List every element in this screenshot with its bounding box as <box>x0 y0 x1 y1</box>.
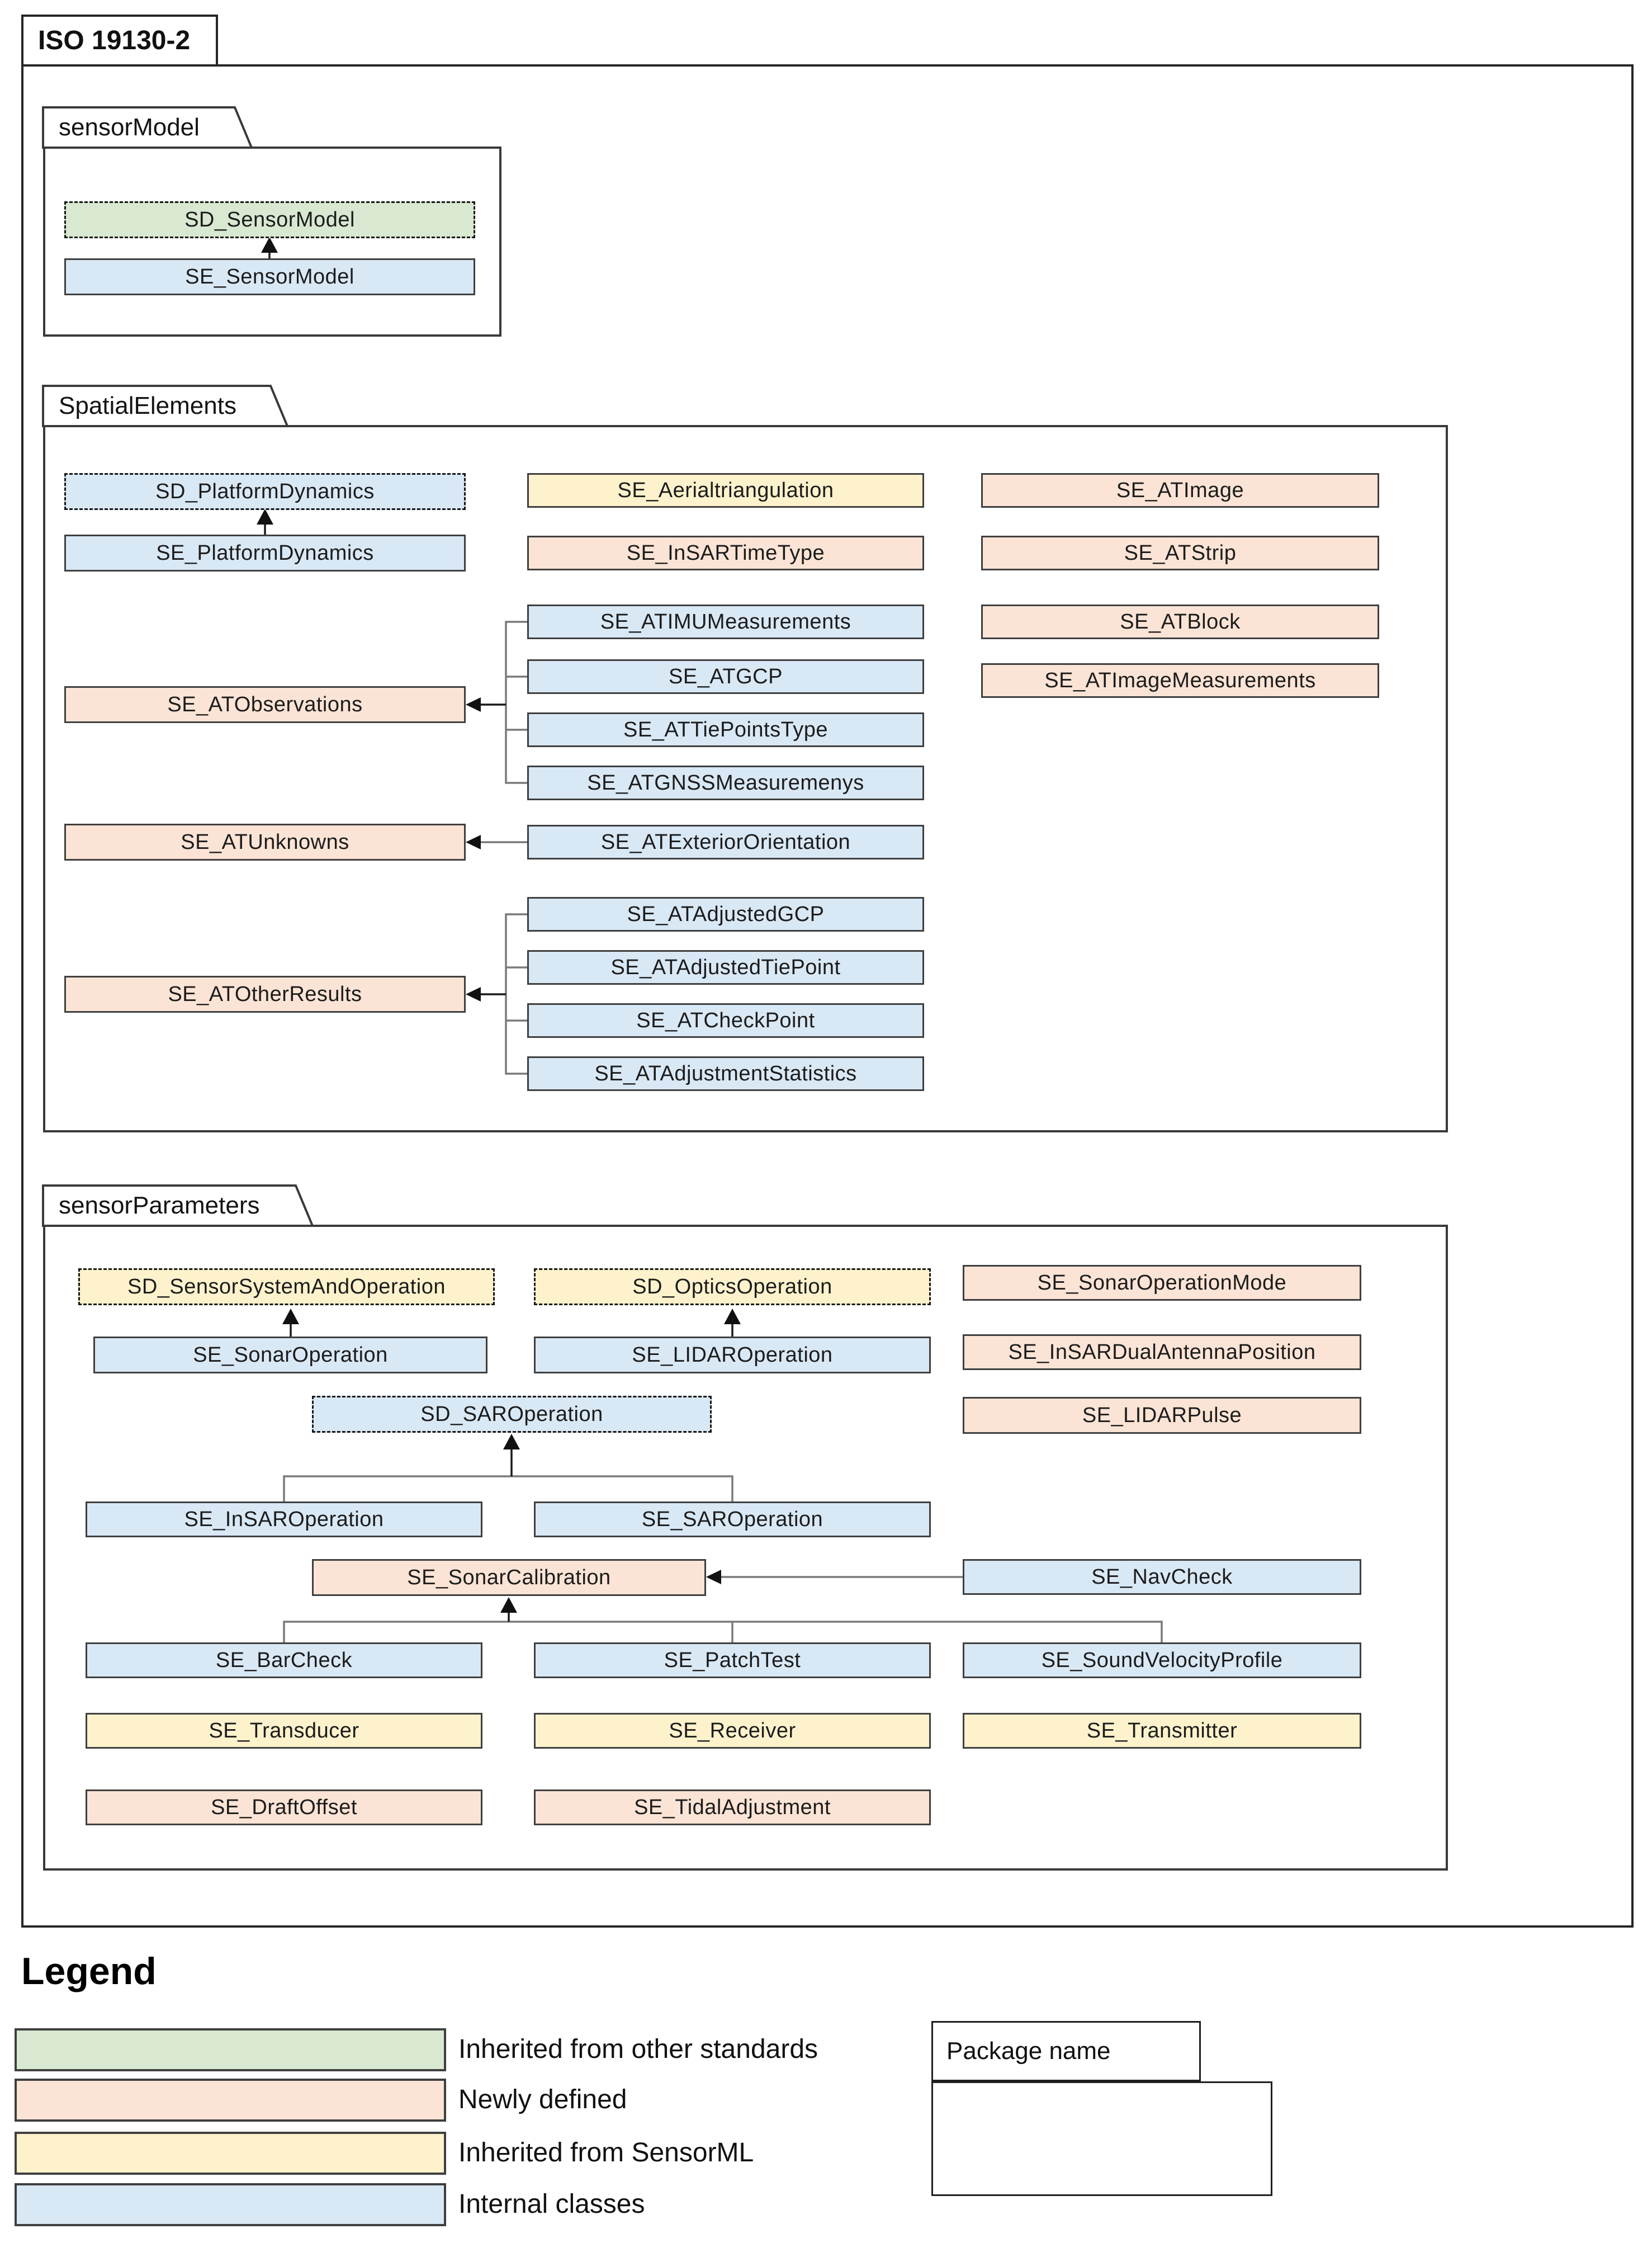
class-box-SE_NavCheck: SE_NavCheck <box>963 1559 1361 1595</box>
class-box-SE_InSARDualAntennaPosition: SE_InSARDualAntennaPosition <box>963 1334 1361 1370</box>
arrowhead-icon <box>503 1434 520 1449</box>
class-box-SE_LIDAROperation: SE_LIDAROperation <box>534 1337 931 1373</box>
legend-title: Legend <box>21 1950 157 1992</box>
legend-swatch-other-standards <box>15 2028 446 2071</box>
class-box-SE_ATBlock: SE_ATBlock <box>981 605 1379 639</box>
diagram-frame-tab: ISO 19130-2 <box>21 15 218 67</box>
legend-label-sensorml: Inherited from SensorML <box>458 2138 754 2168</box>
package-tab-label-sensorParameters: sensorParameters <box>59 1192 260 1219</box>
arrowhead-icon <box>466 987 481 1002</box>
package-tab-label-SpatialElements: SpatialElements <box>59 392 236 419</box>
arrowhead-icon <box>282 1309 299 1324</box>
package-tab-sensorModel <box>42 106 253 149</box>
package-body-sensorModel <box>43 147 501 337</box>
class-box-SE_ATStrip: SE_ATStrip <box>981 536 1379 570</box>
package-body-sensorParameters <box>43 1225 1448 1871</box>
class-box-SE_SonarCalibration: SE_SonarCalibration <box>312 1559 706 1596</box>
legend-swatch-sensorml <box>15 2132 446 2175</box>
class-box-SE_ATAdjustmentStatistics: SE_ATAdjustmentStatistics <box>527 1056 924 1091</box>
class-box-SE_PatchTest: SE_PatchTest <box>534 1642 931 1678</box>
class-box-SE_LIDARPulse: SE_LIDARPulse <box>963 1397 1361 1434</box>
class-box-SE_SAROperation: SE_SAROperation <box>534 1501 931 1537</box>
legend-label-newly-defined: Newly defined <box>458 2085 627 2114</box>
legend-package-shape-body <box>931 2081 1272 2196</box>
class-box-SE_ATGNSSMeasuremenys: SE_ATGNSSMeasuremenys <box>527 766 924 800</box>
class-box-SE_InSAROperation: SE_InSAROperation <box>86 1501 482 1537</box>
diagram-title: ISO 19130-2 <box>38 26 191 55</box>
class-box-SE_DraftOffset: SE_DraftOffset <box>86 1789 482 1825</box>
class-box-SE_SensorModel: SE_SensorModel <box>64 258 475 295</box>
arrowhead-icon <box>724 1309 741 1324</box>
connector-line <box>505 913 527 1075</box>
class-box-SE_ATOtherResults: SE_ATOtherResults <box>64 976 466 1013</box>
connector-line <box>283 1621 1163 1642</box>
arrowhead-icon <box>261 237 278 253</box>
class-box-SE_Aerialtriangulation: SE_Aerialtriangulation <box>527 473 924 508</box>
class-box-SE_BarCheck: SE_BarCheck <box>86 1642 482 1678</box>
class-box-SE_ATExteriorOrientation: SE_ATExteriorOrientation <box>527 825 924 860</box>
package-tab-SpatialElements <box>42 385 289 427</box>
legend-swatch-internal <box>15 2183 446 2226</box>
class-box-SE_ATAdjustedTiePoint: SE_ATAdjustedTiePoint <box>527 950 924 985</box>
class-box-SD_OpticsOperation: SD_OpticsOperation <box>534 1268 931 1305</box>
class-box-SE_ATUnknowns: SE_ATUnknowns <box>64 824 466 861</box>
class-box-SE_ATGCP: SE_ATGCP <box>527 659 924 694</box>
arrowhead-icon <box>466 697 481 712</box>
legend-swatch-newly-defined <box>15 2079 446 2122</box>
legend-package-shape-tab: Package name <box>931 2021 1201 2081</box>
package-tab-sensorParameters <box>42 1184 314 1227</box>
class-box-SE_Transmitter: SE_Transmitter <box>963 1713 1361 1749</box>
class-box-SD_PlatformDynamics: SD_PlatformDynamics <box>64 473 466 510</box>
class-box-SE_SoundVelocityProfile: SE_SoundVelocityProfile <box>963 1642 1361 1678</box>
class-box-SE_SonarOperation: SE_SonarOperation <box>93 1337 487 1373</box>
class-box-SE_ATObservations: SE_ATObservations <box>64 686 466 723</box>
legend-label-other-standards: Inherited from other standards <box>458 2034 818 2064</box>
arrowhead-icon <box>500 1597 517 1613</box>
class-box-SE_ATCheckPoint: SE_ATCheckPoint <box>527 1003 924 1038</box>
class-box-SE_TidalAdjustment: SE_TidalAdjustment <box>534 1789 931 1825</box>
arrowhead-icon <box>466 835 481 849</box>
class-box-SD_SensorSystemAndOperation: SD_SensorSystemAndOperation <box>78 1268 495 1305</box>
class-box-SE_ATTiePointsType: SE_ATTiePointsType <box>527 712 924 747</box>
connector-line <box>283 1475 733 1501</box>
arrowhead-icon <box>257 509 273 525</box>
class-box-SE_PlatformDynamics: SE_PlatformDynamics <box>64 535 466 572</box>
class-box-SE_ATIMUMeasurements: SE_ATIMUMeasurements <box>527 605 924 639</box>
class-box-SE_Receiver: SE_Receiver <box>534 1713 931 1749</box>
class-box-SE_ATImage: SE_ATImage <box>981 473 1379 508</box>
class-box-SE_Transducer: SE_Transducer <box>86 1713 482 1749</box>
class-box-SE_ATImageMeasurements: SE_ATImageMeasurements <box>981 663 1379 698</box>
legend-label-internal: Internal classes <box>458 2189 645 2219</box>
class-box-SE_ATAdjustedGCP: SE_ATAdjustedGCP <box>527 897 924 932</box>
class-box-SD_SAROperation: SD_SAROperation <box>312 1396 712 1433</box>
arrowhead-icon <box>706 1570 721 1584</box>
class-box-SE_SonarOperationMode: SE_SonarOperationMode <box>963 1265 1361 1301</box>
package-tab-label-sensorModel: sensorModel <box>59 114 200 141</box>
class-box-SE_InSARTimeType: SE_InSARTimeType <box>527 536 924 570</box>
connector-line <box>505 621 527 784</box>
class-box-SD_SensorModel: SD_SensorModel <box>64 201 475 238</box>
